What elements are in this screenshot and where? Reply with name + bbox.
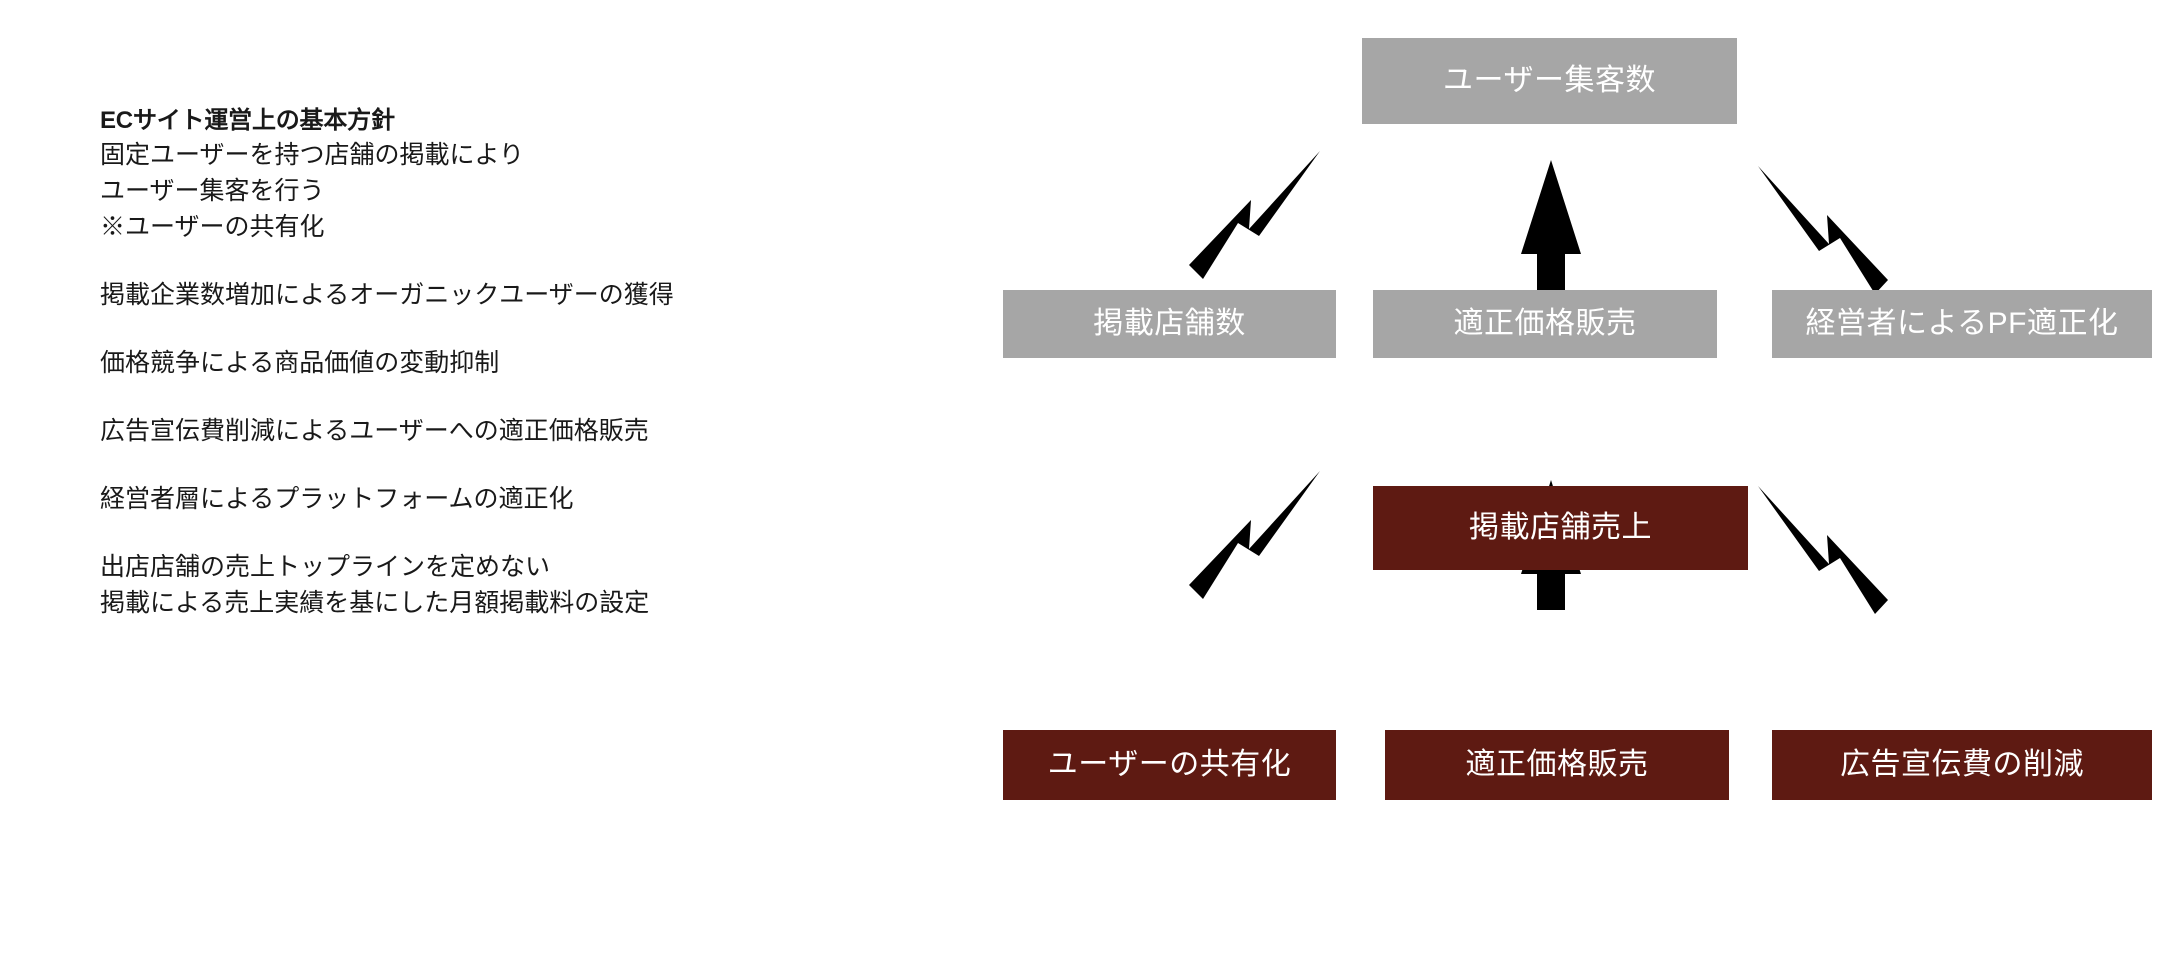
arrow-upper-left-diagonal-icon [1189, 151, 1320, 279]
arrow-upper-right-diagonal-icon [1758, 166, 1888, 294]
policy-paragraph-2: 掲載企業数増加によるオーガニックユーザーの獲得 [100, 282, 674, 309]
policy-paragraph-4: 広告宣伝費削減によるユーザーへの適正価格販売 [100, 418, 649, 445]
node-label: 掲載店舗売上 [1469, 511, 1652, 544]
node-user-sharing[interactable]: ユーザーの共有化 [1003, 730, 1336, 800]
arrow-upper-middle-vertical-icon [1521, 160, 1581, 290]
node-label: ユーザー集客数 [1443, 64, 1656, 97]
node-label: 広告宣伝費の削減 [1840, 748, 2084, 781]
node-label: 経営者によるPF適正化 [1805, 307, 2119, 340]
node-listed-store-sales[interactable]: 掲載店舗売上 [1373, 486, 1748, 570]
policy-text-panel: ECサイト運営上の基本方針 固定ユーザーを持つ店舗の掲載により ユーザー集客を行… [100, 104, 800, 622]
node-label: ユーザーの共有化 [1047, 748, 1292, 781]
node-label: 適正価格販売 [1453, 307, 1637, 340]
node-listed-store-count[interactable]: 掲載店舗数 [1003, 290, 1336, 358]
node-ad-cost-reduction[interactable]: 広告宣伝費の削減 [1772, 730, 2152, 800]
policy-paragraph-3: 価格競争による商品価値の変動抑制 [100, 350, 500, 377]
node-label: 掲載店舗数 [1093, 307, 1246, 340]
arrow-lower-right-diagonal-icon [1758, 486, 1888, 614]
policy-paragraph-5: 経営者層によるプラットフォームの適正化 [100, 486, 574, 513]
policy-paragraph-1: 固定ユーザーを持つ店舗の掲載により ユーザー集客を行う ※ユーザーの共有化 [100, 142, 525, 241]
node-user-acquisition[interactable]: ユーザー集客数 [1362, 38, 1737, 124]
node-fair-price-sales-lower[interactable]: 適正価格販売 [1385, 730, 1729, 800]
policy-heading: ECサイト運営上の基本方針 [100, 107, 395, 134]
node-label: 適正価格販売 [1465, 748, 1649, 781]
policy-paragraph-6: 出店店舗の売上トップラインを定めない 掲載による売上実績を基にした月額掲載料の設… [100, 554, 650, 617]
arrow-lower-left-diagonal-icon [1189, 471, 1320, 599]
node-pf-optimization-by-management[interactable]: 経営者によるPF適正化 [1772, 290, 2152, 358]
node-fair-price-sales-upper[interactable]: 適正価格販売 [1373, 290, 1717, 358]
